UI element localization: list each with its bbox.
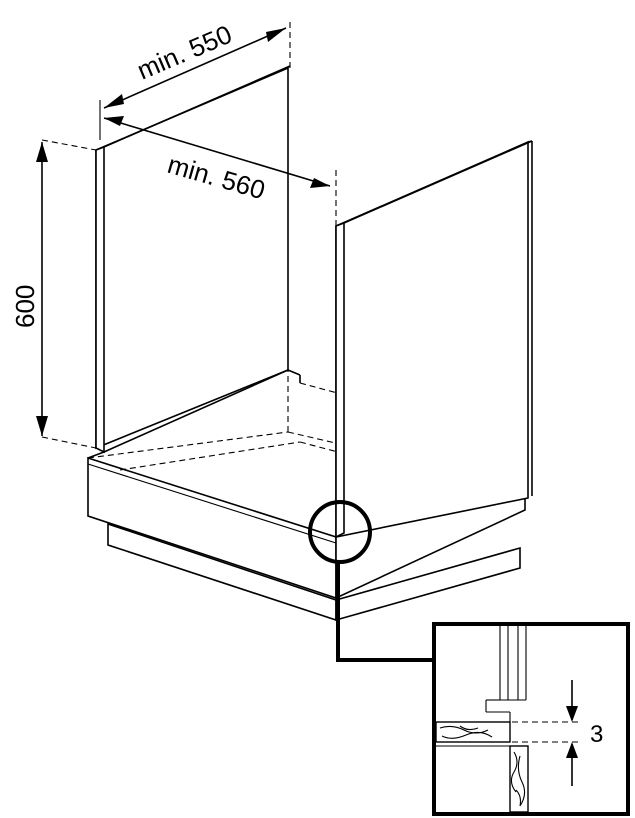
wood-grain-icon: [510, 751, 526, 807]
arrow-head-icon: [104, 116, 124, 126]
detail-callout: [308, 500, 436, 662]
arrow-up-icon: [566, 742, 578, 758]
right-side-panel: [335, 140, 533, 539]
wood-grain-icon: [439, 725, 493, 739]
base-top-edge: [87, 375, 301, 459]
arrow-head-icon: [104, 94, 124, 108]
height-label: 600: [10, 285, 40, 328]
arrow-head-icon: [266, 28, 286, 42]
arrow-head-icon: [36, 416, 48, 436]
plinth: [107, 522, 521, 622]
height-dimension: 600: [10, 142, 48, 436]
arrow-down-icon: [566, 706, 578, 722]
left-side-panel: [95, 65, 301, 454]
detail-box: 3: [432, 622, 630, 816]
depth-label: min. 550: [133, 19, 237, 86]
gap-label: 3: [590, 721, 603, 748]
arrow-head-icon: [36, 142, 48, 162]
arrow-head-icon: [310, 178, 330, 188]
